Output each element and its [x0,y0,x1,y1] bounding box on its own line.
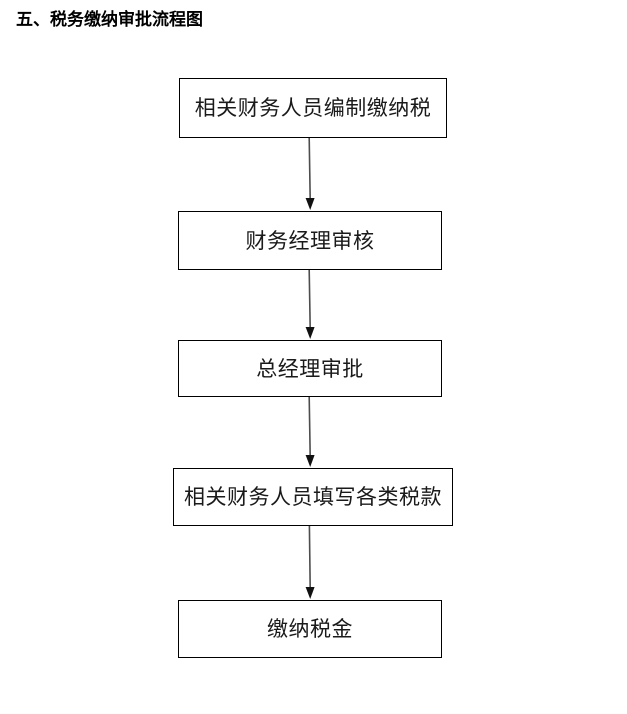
flow-connector-1-to-2 [304,137,316,212]
arrowhead-icon [305,198,315,210]
flow-node-3[interactable]: 总经理审批 [178,340,442,397]
page-title: 五、税务缴纳审批流程图 [16,10,203,29]
flow-node-4[interactable]: 相关财务人员填写各类税款 [173,468,453,526]
arrowhead-icon [305,327,315,339]
connector-line [308,269,311,330]
flow-node-5-label: 缴纳税金 [267,617,353,641]
connector-line [308,525,311,590]
flow-connector-2-to-3 [304,269,316,341]
flow-node-2-label: 财务经理审核 [245,228,375,253]
connector-line [308,137,311,201]
flow-node-2[interactable]: 财务经理审核 [178,211,442,270]
flow-connector-3-to-4 [304,396,316,469]
connector-line [308,396,311,458]
arrowhead-icon [305,587,315,599]
flow-node-5[interactable]: 缴纳税金 [178,600,442,658]
arrowhead-icon [305,455,315,467]
flow-connector-4-to-5 [304,525,316,601]
flow-node-1-label: 相关财务人员编制缴纳税 [194,96,432,120]
flow-node-4-label: 相关财务人员填写各类税款 [184,485,442,509]
flow-node-1[interactable]: 相关财务人员编制缴纳税 [179,78,447,138]
flow-node-3-label: 总经理审批 [256,356,364,381]
